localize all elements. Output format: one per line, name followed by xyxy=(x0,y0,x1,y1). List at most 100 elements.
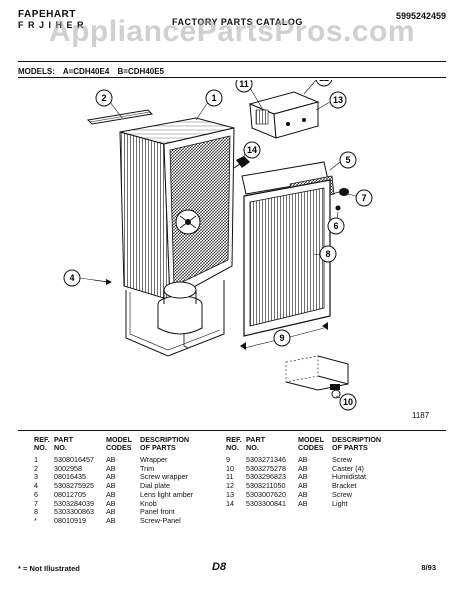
trim-piece xyxy=(86,109,154,125)
table-row: 13 5303007620 AB Screw xyxy=(226,489,412,500)
top-rule xyxy=(18,61,446,62)
svg-text:6: 6 xyxy=(333,221,338,231)
ref-cell: 9 xyxy=(226,455,230,464)
model-a: A=CDH40E4 xyxy=(62,67,110,76)
model-codes-cell: AB xyxy=(298,481,308,491)
description-cell: Caster (4) xyxy=(332,463,364,473)
model-codes-cell: AB xyxy=(298,489,308,499)
header-ref: REF.NO. xyxy=(226,435,242,452)
figure-code: 1187 xyxy=(412,411,430,420)
fan-assembly xyxy=(175,209,201,235)
svg-text:7: 7 xyxy=(361,193,366,203)
description-cell: Light xyxy=(332,498,348,508)
model-codes-cell: AB xyxy=(106,498,116,508)
model-codes-cell: AB xyxy=(298,463,308,473)
brand-line-1: FAPEHART xyxy=(18,9,76,20)
svg-text:12: 12 xyxy=(319,80,329,83)
table-row: 4 5303275925 AB Dial plate xyxy=(34,481,220,491)
part-number-cell: 08010919 xyxy=(54,515,86,525)
ref-cell: 4 xyxy=(34,481,38,491)
part-number-cell: 08016435 xyxy=(54,472,86,482)
part-number-cell: 5303296823 xyxy=(246,472,286,482)
compressor xyxy=(157,281,203,349)
header-ref: REF.NO. xyxy=(34,435,50,452)
ref-cell: 10 xyxy=(226,463,234,473)
model-codes-cell: AB xyxy=(298,472,308,482)
description-cell: Lens light amber xyxy=(140,489,194,499)
description-cell: Panel front xyxy=(140,507,175,517)
svg-text:8: 8 xyxy=(325,249,330,259)
svg-text:13: 13 xyxy=(333,95,343,105)
ref-cell: 11 xyxy=(226,472,234,482)
model-codes-cell: AB xyxy=(106,463,116,473)
catalog-number: 5995242459 xyxy=(395,11,446,21)
callouts: 2 1 4 11 12 13 14 5 7 6 8 9 10 xyxy=(63,80,373,411)
models-row: MODELS: A=CDH40E4 B=CDH40E5 xyxy=(18,67,170,76)
part-number-cell: 5303275925 xyxy=(54,481,94,491)
part-number-cell: 5303007620 xyxy=(246,489,286,499)
table-row: 10 5303275278 AB Caster (4) xyxy=(226,463,412,474)
description-cell: Screw xyxy=(332,455,352,464)
description-cell: Trim xyxy=(140,463,155,473)
ref-cell: 7 xyxy=(34,498,38,508)
description-cell: Dial plate xyxy=(140,481,170,491)
part-number-cell: 5303275278 xyxy=(246,463,286,473)
callout-14: 14 xyxy=(243,141,261,159)
page-code: D8 xyxy=(212,561,227,573)
description-cell: Screw xyxy=(332,489,352,499)
model-b: B=CDH40E5 xyxy=(117,67,164,76)
callout-9: 9 xyxy=(273,329,291,347)
humidistat-box xyxy=(248,91,320,139)
part-number-cell: 5303271346 xyxy=(246,455,286,464)
cabinet-wrapper xyxy=(119,117,235,301)
table-row: 12 5303211050 AB Bracket xyxy=(226,481,412,491)
callout-5: 5 xyxy=(339,151,357,169)
ref-cell: 8 xyxy=(34,507,38,517)
ref-cell: 2 xyxy=(34,463,38,473)
caster-detail xyxy=(285,355,349,399)
model-codes-cell: AB xyxy=(106,472,116,482)
model-codes-cell: AB xyxy=(106,481,116,491)
models-label: MODELS: xyxy=(18,67,55,76)
callout-12: 12 xyxy=(315,80,333,87)
part-number-cell: 5303284039 xyxy=(54,498,94,508)
table-top-rule xyxy=(18,430,446,431)
svg-text:14: 14 xyxy=(247,145,257,155)
ref-cell: 12 xyxy=(226,481,234,491)
model-codes-cell: AB xyxy=(106,455,116,464)
callout-11: 11 xyxy=(235,80,253,93)
light-socket xyxy=(233,156,250,169)
part-number-cell: 5303300863 xyxy=(54,507,94,517)
model-codes-cell: AB xyxy=(106,507,116,517)
model-codes-cell: AB xyxy=(298,498,308,508)
ref-cell: 13 xyxy=(226,489,234,499)
knob xyxy=(331,188,349,196)
part-number-cell: 5303211050 xyxy=(246,481,286,491)
description-cell: Bracket xyxy=(332,481,357,491)
model-codes-cell: AB xyxy=(106,489,116,499)
part-number-cell: 5303300841 xyxy=(246,498,286,508)
callout-1: 1 xyxy=(205,89,223,107)
callout-8: 8 xyxy=(319,245,337,263)
table-row: 8 5303300863 AB Panel front xyxy=(34,508,220,517)
models-rule xyxy=(18,77,446,78)
callout-6: 6 xyxy=(327,217,345,235)
svg-text:11: 11 xyxy=(239,80,249,89)
svg-text:4: 4 xyxy=(69,273,74,283)
callout-10: 10 xyxy=(339,393,357,411)
callout-13: 13 xyxy=(329,91,347,109)
svg-text:9: 9 xyxy=(279,333,284,343)
